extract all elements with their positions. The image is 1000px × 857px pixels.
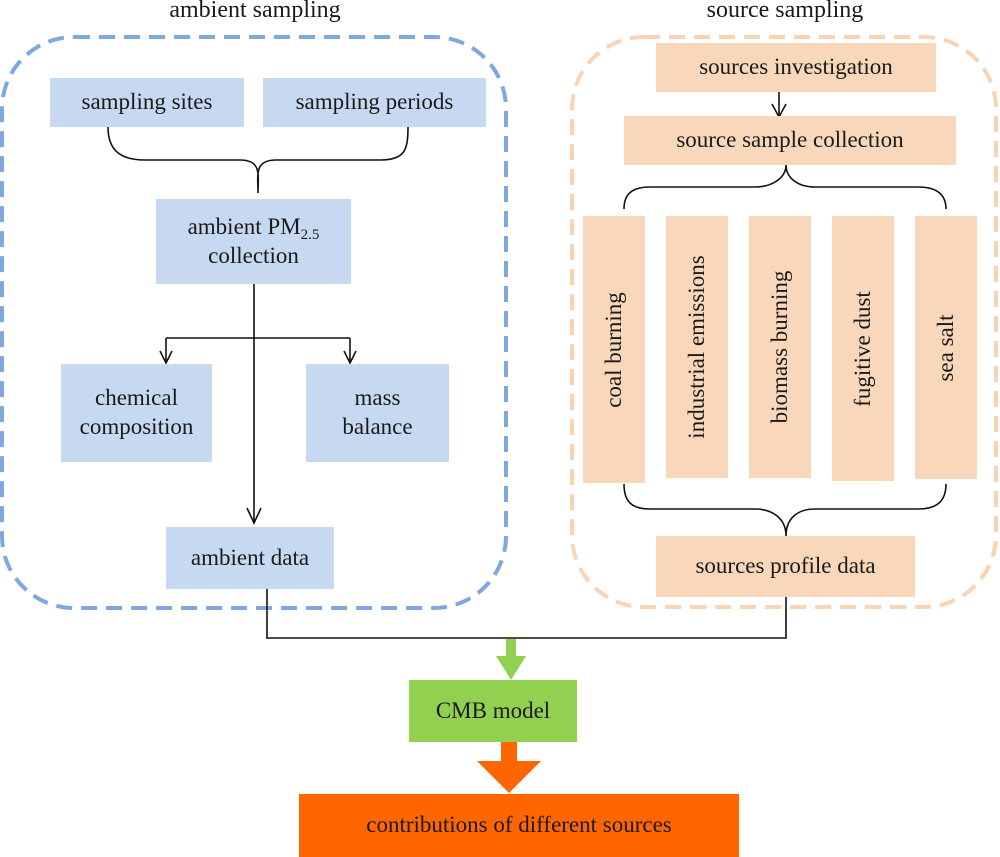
category-industrial-emissions: industrial emissions [666,216,728,478]
chemical-line2: composition [79,414,194,439]
contributions-label: contributions of different sources [366,812,672,838]
cmb-model-box: CMB model [409,680,577,742]
ambient-group-border [0,35,508,610]
cmb-model-label: CMB model [435,697,551,723]
mass-line1: mass [354,385,401,411]
source-sample-collection-box: source sample collection [624,116,956,165]
category-coal-burning: coal burning [583,216,645,483]
ambient-pm-line1: ambient PM2.5 [187,213,320,243]
orange-arrow-shaft [501,742,517,762]
category-label: industrial emissions [684,255,709,439]
ambient-pm-collection-box: ambient PM2.5 collection [156,199,351,284]
sampling-sites-label: sampling sites [81,89,213,115]
sampling-periods-box: sampling periods [263,78,486,127]
arrowhead-chemical [159,350,173,365]
ambient-group-title: ambient sampling [169,0,341,23]
sources-profile-data-label: sources profile data [695,553,876,579]
chemical-line1: chemical [94,385,178,411]
source-top-brace [623,164,947,210]
sampling-sites-box: sampling sites [50,78,244,127]
ambient-pm-line2: collection [208,242,299,268]
mass-line2: balance [342,414,413,439]
source-group-border [570,35,998,609]
green-arrow-head [496,656,526,680]
chemical-composition-box: chemical composition [61,364,212,462]
source-bottom-brace [623,483,947,537]
category-biomass-burning: biomass burning [749,216,811,478]
sources-investigation-box: sources investigation [656,43,936,92]
green-arrow-shaft [506,639,516,657]
category-label: biomass burning [767,270,792,424]
category-label: sea salt [933,313,958,382]
ambient-data-box: ambient data [166,527,334,589]
ambient-pm-prefix: ambient PM [187,213,301,239]
category-fugitive-dust: fugitive dust [832,216,894,481]
mass-balance-box: mass balance [306,364,449,462]
arrowhead-mass [343,350,357,365]
arrowhead-data [246,507,262,525]
category-label: fugitive dust [850,290,875,407]
sampling-periods-label: sampling periods [295,89,454,115]
contributions-box: contributions of different sources [299,794,739,857]
ambient-data-label: ambient data [190,544,310,570]
sources-profile-data-box: sources profile data [656,536,915,597]
pm-subscript: 2.5 [300,226,320,243]
source-sample-collection-label: source sample collection [676,127,904,153]
category-label: coal burning [601,291,626,408]
orange-arrow-head [477,761,541,793]
source-group-title: source sampling [706,0,864,23]
category-sea-salt: sea salt [915,216,977,479]
ambient-brace [107,126,409,194]
sources-investigation-label: sources investigation [699,54,893,80]
merge-line [266,589,787,639]
